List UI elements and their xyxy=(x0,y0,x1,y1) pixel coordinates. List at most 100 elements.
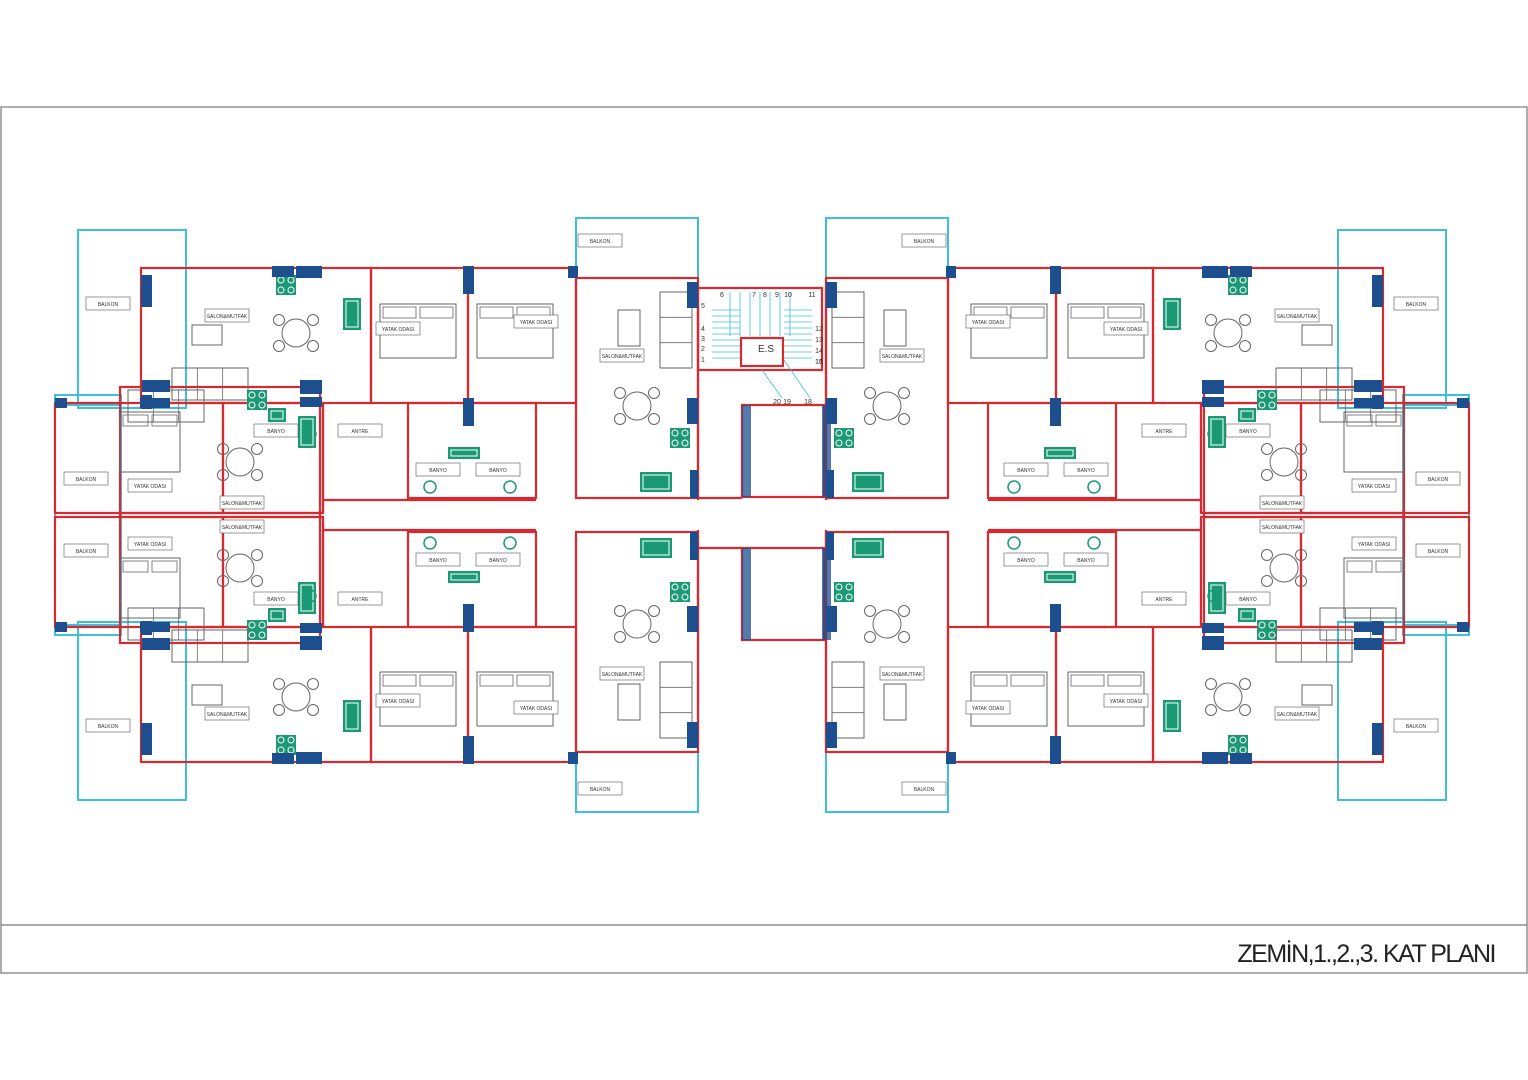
balconies-layer xyxy=(54,217,1470,813)
room-label-text: BALKON xyxy=(1428,549,1449,555)
structural-column xyxy=(1230,753,1252,764)
room-label: BANYO xyxy=(1003,462,1049,477)
sofa-frame xyxy=(171,629,249,663)
room-label: BANYO xyxy=(253,423,299,438)
room-label-text: YATAK ODASI xyxy=(382,699,414,705)
sofa xyxy=(1275,629,1353,663)
stair-step-number: 4 xyxy=(701,326,705,333)
structural-column xyxy=(826,398,837,424)
sink xyxy=(343,700,361,732)
room-label-box xyxy=(1259,519,1305,534)
sink xyxy=(1163,298,1181,330)
structural-column xyxy=(463,266,474,294)
cooktop-body xyxy=(1228,275,1248,295)
coffee-table xyxy=(191,684,223,706)
toilet-bowl xyxy=(303,589,317,603)
burner xyxy=(835,593,843,601)
structural-column xyxy=(141,275,152,307)
room-label-box xyxy=(475,462,521,477)
sink xyxy=(343,298,361,330)
toilet xyxy=(1007,480,1021,494)
toilet xyxy=(423,480,437,494)
room-label-text: SALON&MUTFAK xyxy=(207,314,248,320)
room-label: BANYO xyxy=(1063,462,1109,477)
sink-basin xyxy=(642,474,670,490)
room-label: SALON&MUTFAK xyxy=(599,666,645,681)
burner xyxy=(277,736,285,744)
room-label-text: YATAK ODASI xyxy=(1110,699,1142,705)
sink-body xyxy=(343,700,361,732)
room-label-text: SALON&MUTFAK xyxy=(602,354,643,360)
room-label-text: BANYO xyxy=(267,429,285,435)
structural-column xyxy=(296,266,322,278)
chair xyxy=(1205,678,1217,690)
room-label: SALON&MUTFAK xyxy=(879,348,925,363)
living-kitchen-walls xyxy=(1151,625,1385,764)
bedroom-walls xyxy=(369,266,470,405)
sink-body xyxy=(852,472,884,492)
room-label-box xyxy=(63,471,109,486)
room-label-text: BANYO xyxy=(429,468,447,474)
burner xyxy=(671,593,679,601)
room-label-box xyxy=(375,321,421,336)
chair xyxy=(1295,549,1307,561)
burner xyxy=(248,631,256,639)
columns-layer xyxy=(55,266,1469,764)
room-label-text: YATAK ODASI xyxy=(1358,542,1390,548)
bed-frame xyxy=(970,671,1048,727)
room-label-box xyxy=(1103,693,1149,708)
room-label: BALKON xyxy=(63,543,109,558)
double-bed xyxy=(119,557,181,619)
toilet-bowl xyxy=(423,536,437,550)
room-label: BALKON xyxy=(901,781,947,796)
room-label-box xyxy=(1393,718,1439,733)
sink xyxy=(640,472,672,492)
room-label-box xyxy=(1141,591,1187,606)
structural-column xyxy=(1230,266,1252,277)
burner xyxy=(1239,736,1247,744)
structural-column xyxy=(463,736,474,764)
table-top xyxy=(872,609,902,639)
room-label: BANYO xyxy=(1003,552,1049,567)
cooktop-body xyxy=(834,428,854,448)
chair xyxy=(1205,314,1217,326)
structural-column xyxy=(272,753,294,764)
chair xyxy=(217,575,229,587)
burner xyxy=(835,429,843,437)
sofa xyxy=(171,629,249,663)
structural-column xyxy=(142,380,170,392)
pillow xyxy=(382,306,417,319)
burner xyxy=(1229,736,1237,744)
coffee-table xyxy=(1301,684,1333,706)
room-label-text: ANTRE xyxy=(1156,429,1174,435)
structural-column xyxy=(1354,398,1384,408)
burner xyxy=(248,621,256,629)
pillow xyxy=(479,306,514,319)
cooktop xyxy=(834,428,854,448)
sink-basin xyxy=(300,584,314,612)
pillow xyxy=(1070,306,1105,319)
room-label-box xyxy=(219,519,265,534)
coffee-table xyxy=(191,324,223,346)
room-label-box xyxy=(965,700,1011,715)
room-label-text: BANYO xyxy=(1077,558,1095,564)
room-label-box xyxy=(475,552,521,567)
room-label-text: SALON&MUTFAK xyxy=(602,672,643,678)
structural-column xyxy=(1372,275,1383,307)
burner xyxy=(845,583,853,591)
room-label-text: BANYO xyxy=(1017,558,1035,564)
sink-body xyxy=(852,538,884,558)
stair-step-number: 11 xyxy=(808,292,815,299)
room-label: BALKON xyxy=(577,781,623,796)
chair xyxy=(1295,443,1307,455)
bedroom-walls xyxy=(53,401,225,515)
chair xyxy=(1261,469,1273,481)
balcony-outline xyxy=(54,404,122,636)
chair xyxy=(648,413,660,425)
structural-column xyxy=(272,266,294,277)
sink-basin xyxy=(1165,702,1179,730)
structural-column xyxy=(300,623,322,633)
sink xyxy=(268,608,286,622)
dining-table xyxy=(1261,443,1307,481)
